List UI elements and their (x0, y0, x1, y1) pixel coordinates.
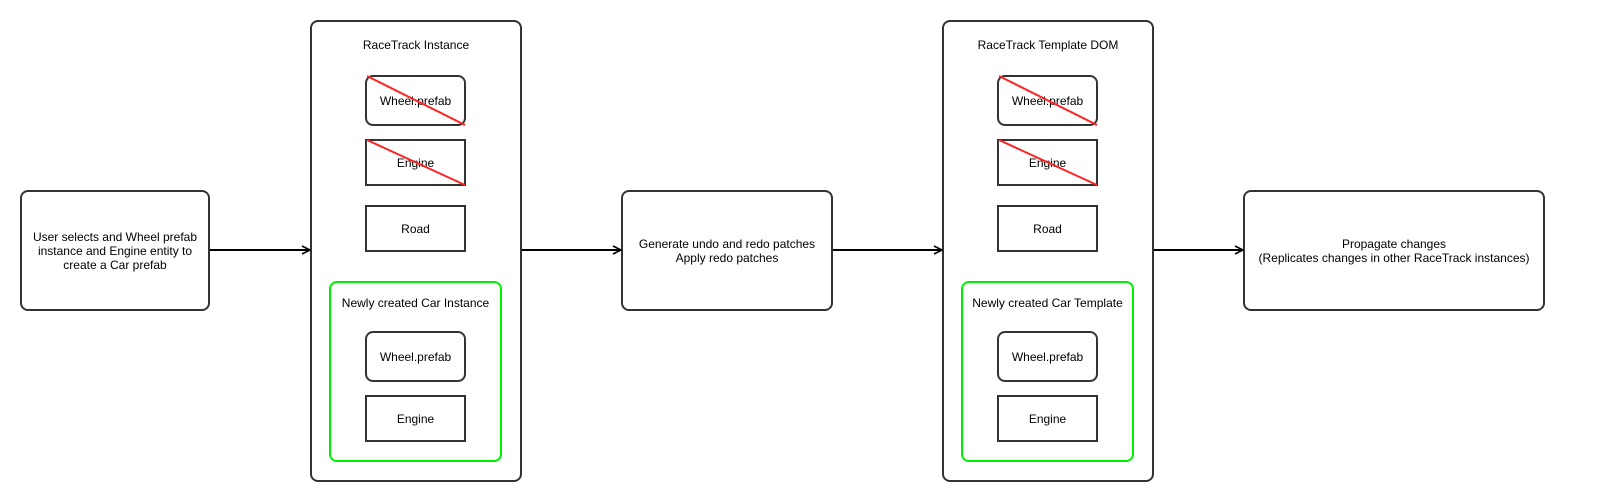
new-instance-wheel-prefab: Wheel.prefab (365, 331, 466, 382)
template-road: Road (997, 205, 1098, 252)
template-wheel-prefab-removed: Wheel.prefab (997, 75, 1098, 126)
instance-road: Road (365, 205, 466, 252)
instance-wheel-prefab-removed: Wheel.prefab (365, 75, 466, 126)
user-selection-node: User selects and Wheel prefab instance a… (20, 190, 210, 311)
instance-engine-removed: Engine (365, 139, 466, 186)
patch-generation-node: Generate undo and redo patches Apply red… (621, 190, 833, 311)
racetrack-template-title: RaceTrack Template DOM (977, 38, 1119, 52)
new-template-engine: Engine (997, 395, 1098, 442)
propagate-changes-node: Propagate changes (Replicates changes in… (1243, 190, 1545, 311)
new-instance-engine: Engine (365, 395, 466, 442)
racetrack-instance-title: RaceTrack Instance (362, 38, 470, 52)
new-car-instance-title: Newly created Car Instance (341, 296, 490, 310)
new-car-template-title: Newly created Car Template (972, 296, 1123, 310)
new-template-wheel-prefab: Wheel.prefab (997, 331, 1098, 382)
template-engine-removed: Engine (997, 139, 1098, 186)
